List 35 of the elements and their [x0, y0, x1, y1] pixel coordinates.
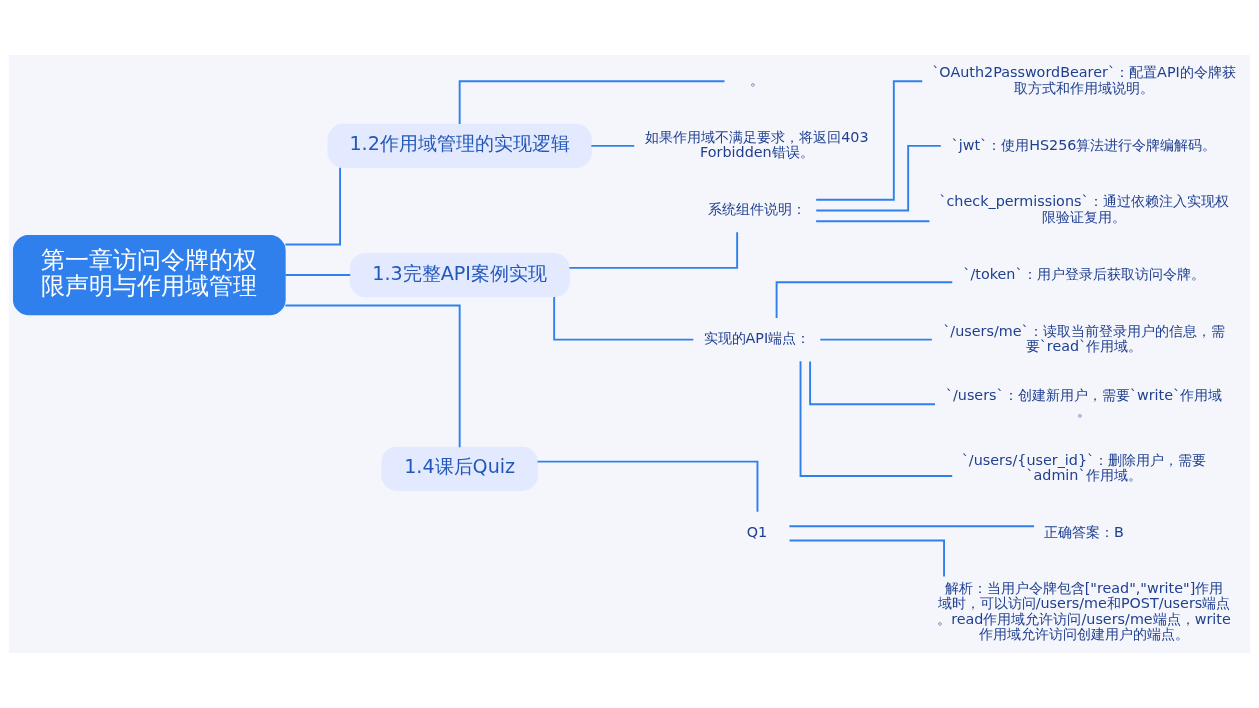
node-text: `check_permissions`：通过依赖注入实现权限验证复用。 [939, 193, 1229, 225]
connector [788, 525, 1035, 528]
node-box: 1.4课后Quiz [381, 446, 538, 491]
node-box: 第一章访问令牌的权限声明与作用域管理 [12, 235, 286, 316]
connector [815, 144, 942, 212]
connector [815, 80, 924, 201]
node-box: 1.3完整API案例实现 [349, 252, 570, 298]
node-text: `/users/me`：读取当前登录用户的信息，需要`read`作用域。 [943, 322, 1225, 355]
connector [819, 338, 933, 341]
node-text: `/users`：创建新用户，需要`write`作用域。 [945, 387, 1223, 419]
connector [815, 220, 931, 223]
connector [788, 539, 945, 578]
node-text: Q1 [746, 524, 768, 541]
connector [536, 460, 759, 513]
node-text: 解析：当用户令牌包含["read","write"]作用域时，可以访问/users/me和POST/users端点。read作用域允许访问/users/me端点，write作用域允许访问创建用户的端点。 [937, 579, 1231, 643]
connector [458, 80, 726, 125]
connector [568, 231, 739, 269]
connector [284, 274, 352, 276]
node-text: 正确答案：B [1044, 524, 1124, 541]
node-text: 系统组件说明： [707, 201, 806, 218]
connector [284, 166, 342, 246]
connector [284, 304, 461, 449]
connector [590, 144, 636, 147]
node-text: 实现的API端点： [703, 330, 811, 347]
node-text: `jwt`：使用HS256算法进行令牌编解码。 [951, 136, 1217, 153]
node-text: 如果作用域不满足要求，将返回403 Forbidden错误。 [645, 128, 869, 161]
connector [799, 360, 954, 477]
connector [553, 295, 695, 341]
node-text: `/token`：用户登录后获取访问令牌。 [963, 265, 1205, 282]
connector [775, 281, 954, 319]
node-text: `/users/{user_id}`：删除用户，需要`admin`作用域。 [961, 451, 1207, 484]
node-text: 。 [749, 72, 764, 89]
connector [809, 360, 936, 406]
node-text: `OAuth2PasswordBearer`：配置API的令牌获取方式和作用域说明。 [932, 64, 1236, 96]
node-box: 1.2作用域管理的实现逻辑 [327, 123, 592, 168]
